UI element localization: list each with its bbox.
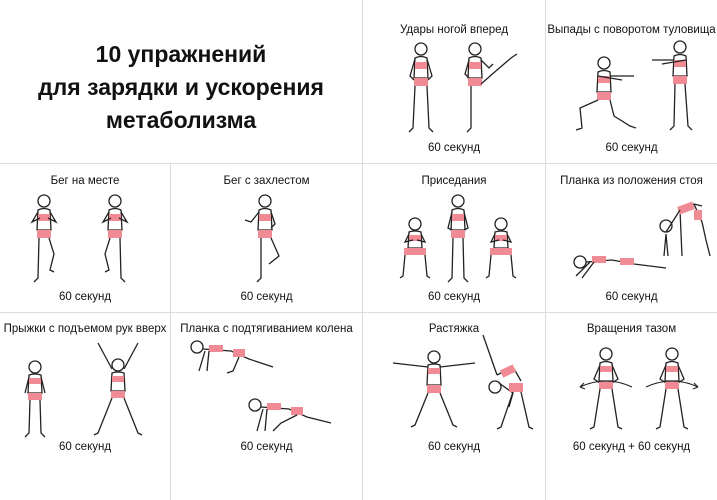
exercise-duration: 60 секунд: [58, 441, 112, 453]
exercise-card-squats: Приседания 60 секунд: [363, 164, 545, 312]
exercise-title: Приседания: [421, 175, 487, 187]
exercise-title: Прыжки с подъемом рук вверх: [3, 323, 167, 335]
exercise-title: Планка с подтягиванием колена: [180, 323, 353, 335]
butt-kick-illustration: [244, 194, 280, 283]
exercise-card-twist-lunges: Выпады с поворотом туловища 60 секунд: [546, 0, 717, 163]
exercise-card-front-kicks: Удары ногой вперед 60 секунд: [363, 0, 545, 163]
running-in-place-left-illustration: [30, 194, 58, 283]
divider-row-1: [0, 163, 717, 164]
exercise-title: Удары ногой вперед: [399, 24, 509, 36]
plank-knee-pull-start-illustration: [190, 340, 274, 374]
divider-row-2: [0, 312, 717, 313]
exercise-title: Бег на месте: [50, 175, 120, 187]
lunge-twist-low-illustration: [575, 56, 637, 131]
exercise-card-standing-plank: Планка из положения стоя 60 секунд: [546, 164, 717, 312]
exercise-title: Планка из положения стоя: [560, 175, 703, 187]
hip-rotation-left-illustration: [579, 347, 633, 430]
stretch-arms-out-illustration: [392, 350, 476, 428]
front-kick-kicking-illustration: [464, 42, 518, 133]
exercise-duration: 60 секунд: [427, 142, 481, 154]
divider-col-3: [545, 0, 546, 500]
standing-plank-floor-illustration: [573, 255, 667, 279]
exercise-title: Выпады с поворотом туловища: [547, 24, 716, 36]
jumping-jack-open-illustration: [93, 342, 143, 436]
plank-knee-pull-end-illustration: [248, 398, 332, 432]
hip-rotation-right-illustration: [645, 347, 699, 430]
exercise-duration: 60 секунд + 60 секунд: [572, 441, 691, 453]
divider-col-2: [362, 0, 363, 500]
exercise-title: Бег с захлестом: [223, 175, 310, 187]
exercise-title: Растяжка: [428, 323, 480, 335]
exercise-card-plank-knee-pull: Планка с подтягиванием колена 60 секунд: [171, 313, 362, 500]
stretch-side-bend-illustration: [482, 334, 534, 430]
title-line-1: 10 упражнений: [95, 41, 267, 67]
running-in-place-right-illustration: [101, 194, 129, 283]
title-line-2: для зарядки и ускорения: [38, 74, 324, 100]
squat-down-left-illustration: [399, 217, 431, 279]
exercise-card-stretching: Растяжка 60 секунд: [363, 313, 545, 500]
exercise-duration: 60 секунд: [605, 142, 658, 154]
exercise-card-butt-kicks: Бег с захлестом 60 секунд: [171, 164, 362, 312]
standing-plank-forward-bend-illustration: [659, 201, 711, 257]
exercise-duration: 60 секунд: [427, 441, 481, 453]
squat-down-right-illustration: [485, 217, 517, 279]
exercise-duration: 60 секунд: [240, 441, 293, 453]
exercise-duration: 60 секунд: [427, 291, 481, 303]
exercise-card-jumping-jacks: Прыжки с подъемом рук вверх 60 секунд: [0, 313, 170, 500]
exercise-title: Вращения тазом: [586, 323, 677, 335]
divider-col-1: [170, 163, 171, 500]
exercise-card-hip-rotations: Вращения тазом 60 секунд + 60 секунд: [546, 313, 717, 500]
exercise-duration: 60 секунд: [605, 291, 658, 303]
exercise-card-running-in-place: Бег на месте 60 секунд: [0, 164, 170, 312]
page-title: 10 упражнений для зарядки и ускорения ме…: [0, 38, 362, 137]
exercise-duration: 60 секунд: [240, 291, 293, 303]
title-line-3: метаболизма: [105, 107, 257, 133]
lunge-twist-standing-illustration: [652, 40, 693, 131]
exercise-duration: 60 секунд: [58, 291, 112, 303]
squat-standing-illustration: [447, 194, 469, 283]
jumping-jack-closed-illustration: [24, 360, 46, 438]
front-kick-standing-illustration: [408, 42, 434, 133]
